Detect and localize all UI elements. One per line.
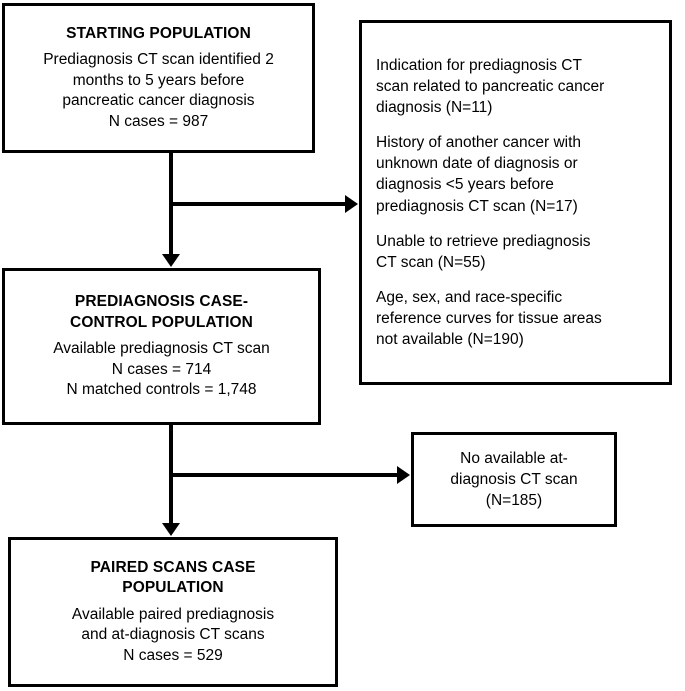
text-line: Prediagnosis CT scan identified 2 [43,51,274,68]
title-line: PREDIAGNOSIS CASE- [74,293,249,311]
text-line: diagnosis CT scan [450,470,578,488]
text-line: Available prediagnosis CT scan [53,340,270,358]
text-line: Unable to retrieve prediagnosis [376,232,591,250]
title-line: PAIRED SCANS CASE [90,558,256,576]
text-line: scan related to pancreatic cancer [376,78,605,96]
exclusion-item: No available at- diagnosis CT scan (N=18… [414,448,614,511]
text-line: N cases = 714 [111,360,212,378]
text-line: Indication for prediagnosis CT [376,57,582,75]
text-line: and at-diagnosis CT scans [81,626,265,644]
exclusion-item: Indication for prediagnosis CT scan rela… [376,55,655,118]
box-prediagnosis-case-control-population-title: PREDIAGNOSIS CASE- CONTROL POPULATION [5,292,318,333]
box-paired-scans-case-population-body: Available paired prediagnosis and at-dia… [11,605,335,667]
text-line: N cases = 529 [123,646,223,664]
text-line: N cases = 987 [108,112,209,130]
connector-trunk-2-arrowhead-icon [162,523,180,536]
exclusion-item: History of another cancer with unknown d… [376,132,655,216]
exclusion-item: Unable to retrieve prediagnosis CT scan … [376,231,655,273]
title-line: CONTROL POPULATION [70,313,253,331]
text-line: Available paired prediagnosis [71,605,275,623]
exclusion-list: Indication for prediagnosis CT scan rela… [376,55,655,350]
connector-branch-2-line [169,473,398,477]
box-starting-population-body: Prediagnosis CT scan identified 2 months… [5,50,312,132]
box-starting-population: STARTING POPULATION Prediagnosis CT scan… [2,3,315,153]
connector-branch-2-arrowhead-icon [397,466,410,484]
connector-branch-1-line [169,202,346,206]
text-line: diagnosis (N=11) [376,99,493,117]
text-line: (N=185) [485,492,543,510]
box-exclusions-at-diagnosis: No available at- diagnosis CT scan (N=18… [411,432,617,527]
text-line: prediagnosis CT scan (N=17) [376,197,578,215]
text-line: not available (N=190) [376,330,524,348]
title-line: POPULATION [122,579,224,597]
exclusion-list: No available at- diagnosis CT scan (N=18… [414,448,614,511]
text-line: CT scan (N=55) [376,253,486,271]
text-line: months to 5 years before [72,71,245,89]
box-starting-population-title: STARTING POPULATION [66,24,251,42]
connector-branch-1-arrowhead-icon [345,195,358,213]
text-line: No available at- [460,449,568,467]
box-prediagnosis-case-control-population: PREDIAGNOSIS CASE- CONTROL POPULATION Av… [2,268,321,425]
box-paired-scans-case-population-title: PAIRED SCANS CASE POPULATION [11,558,335,599]
text-line: unknown date of diagnosis or [376,155,578,173]
exclusion-item: Age, sex, and race-specific reference cu… [376,287,655,350]
text-line: diagnosis <5 years before [376,176,554,194]
text-line: Age, sex, and race-specific [376,288,563,306]
text-line: reference curves for tissue areas [376,309,602,327]
text-line: pancreatic cancer diagnosis [62,92,255,110]
box-paired-scans-case-population: PAIRED SCANS CASE POPULATION Available p… [8,537,338,687]
text-line: N matched controls = 1,748 [66,381,257,399]
box-exclusions-prediagnosis: Indication for prediagnosis CT scan rela… [359,20,672,385]
text-line: History of another cancer with [376,134,582,152]
box-prediagnosis-case-control-population-body: Available prediagnosis CT scan N cases =… [5,339,318,401]
connector-trunk-1-arrowhead-icon [162,254,180,267]
